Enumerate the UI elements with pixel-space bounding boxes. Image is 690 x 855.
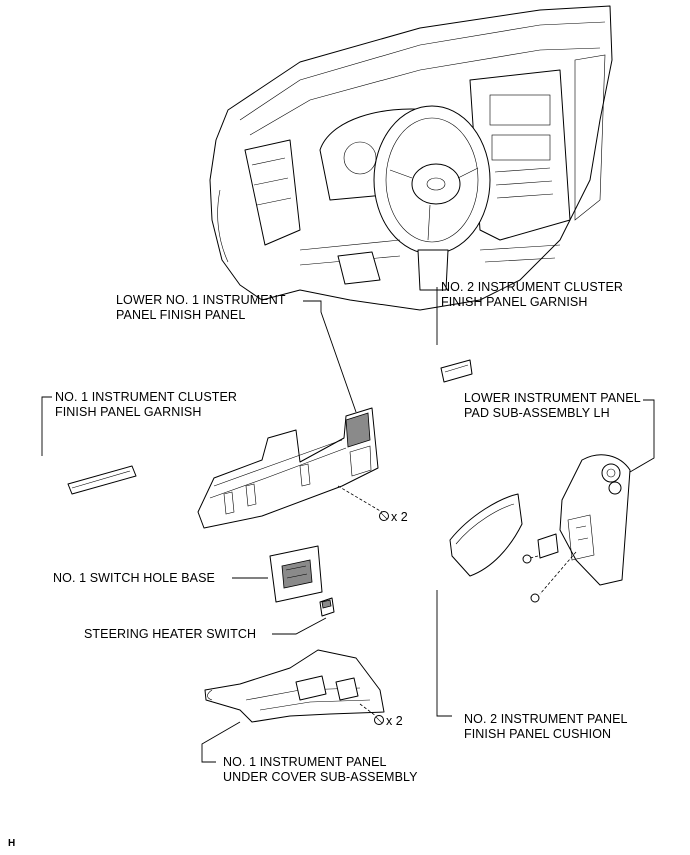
leader-steering-heater-switch (272, 617, 327, 635)
leader-no2-cushion (436, 590, 452, 717)
leader-under-cover (201, 721, 241, 763)
leader-lower-pad-lh (629, 399, 655, 473)
dashboard-overview-illustration (209, 5, 613, 311)
lower-finish-panel-part (197, 407, 379, 529)
clip-icon (522, 554, 540, 603)
no2-cushion-part (449, 493, 523, 577)
screw-icon (379, 511, 389, 521)
label-no2-finish-cushion: NO. 2 INSTRUMENT PANEL FINISH PANEL CUSH… (464, 712, 628, 741)
switch-hole-base-part (269, 545, 323, 603)
footer-code: H (8, 838, 16, 849)
label-steering-heater-switch: STEERING HEATER SWITCH (84, 627, 257, 641)
dashed-screw-line-2 (359, 703, 377, 717)
no2-garnish-part (440, 359, 473, 383)
no1-garnish-part (67, 465, 137, 495)
qty-under-cover-screws: x 2 (386, 714, 403, 728)
qty-finish-panel-screws: x 2 (391, 510, 408, 524)
label-no1-switch-hole-base: NO. 1 SWITCH HOLE BASE (53, 571, 215, 585)
label-no2-cluster-garnish: NO. 2 INSTRUMENT CLUSTER FINISH PANEL GA… (441, 280, 624, 309)
dashed-clip-line-2 (539, 551, 577, 595)
screw-icon (374, 715, 384, 725)
label-lower-pad-lh: LOWER INSTRUMENT PANEL PAD SUB-ASSEMBLY … (464, 391, 641, 420)
leader-no1-garnish (41, 396, 52, 456)
label-lower-no1-finish-panel: LOWER NO. 1 INSTRUMENT PANEL FINISH PANE… (116, 293, 286, 322)
dashed-screw-line-1 (337, 485, 383, 513)
under-cover-part (204, 649, 385, 723)
leader-lower-finish-panel (303, 300, 357, 413)
label-no1-cluster-garnish: NO. 1 INSTRUMENT CLUSTER FINISH PANEL GA… (55, 390, 238, 419)
steering-heater-switch-part (319, 597, 335, 617)
lower-pad-lh-part (537, 454, 631, 586)
label-no1-under-cover: NO. 1 INSTRUMENT PANEL UNDER COVER SUB-A… (223, 755, 418, 784)
dashed-clip-line-1 (529, 555, 539, 559)
